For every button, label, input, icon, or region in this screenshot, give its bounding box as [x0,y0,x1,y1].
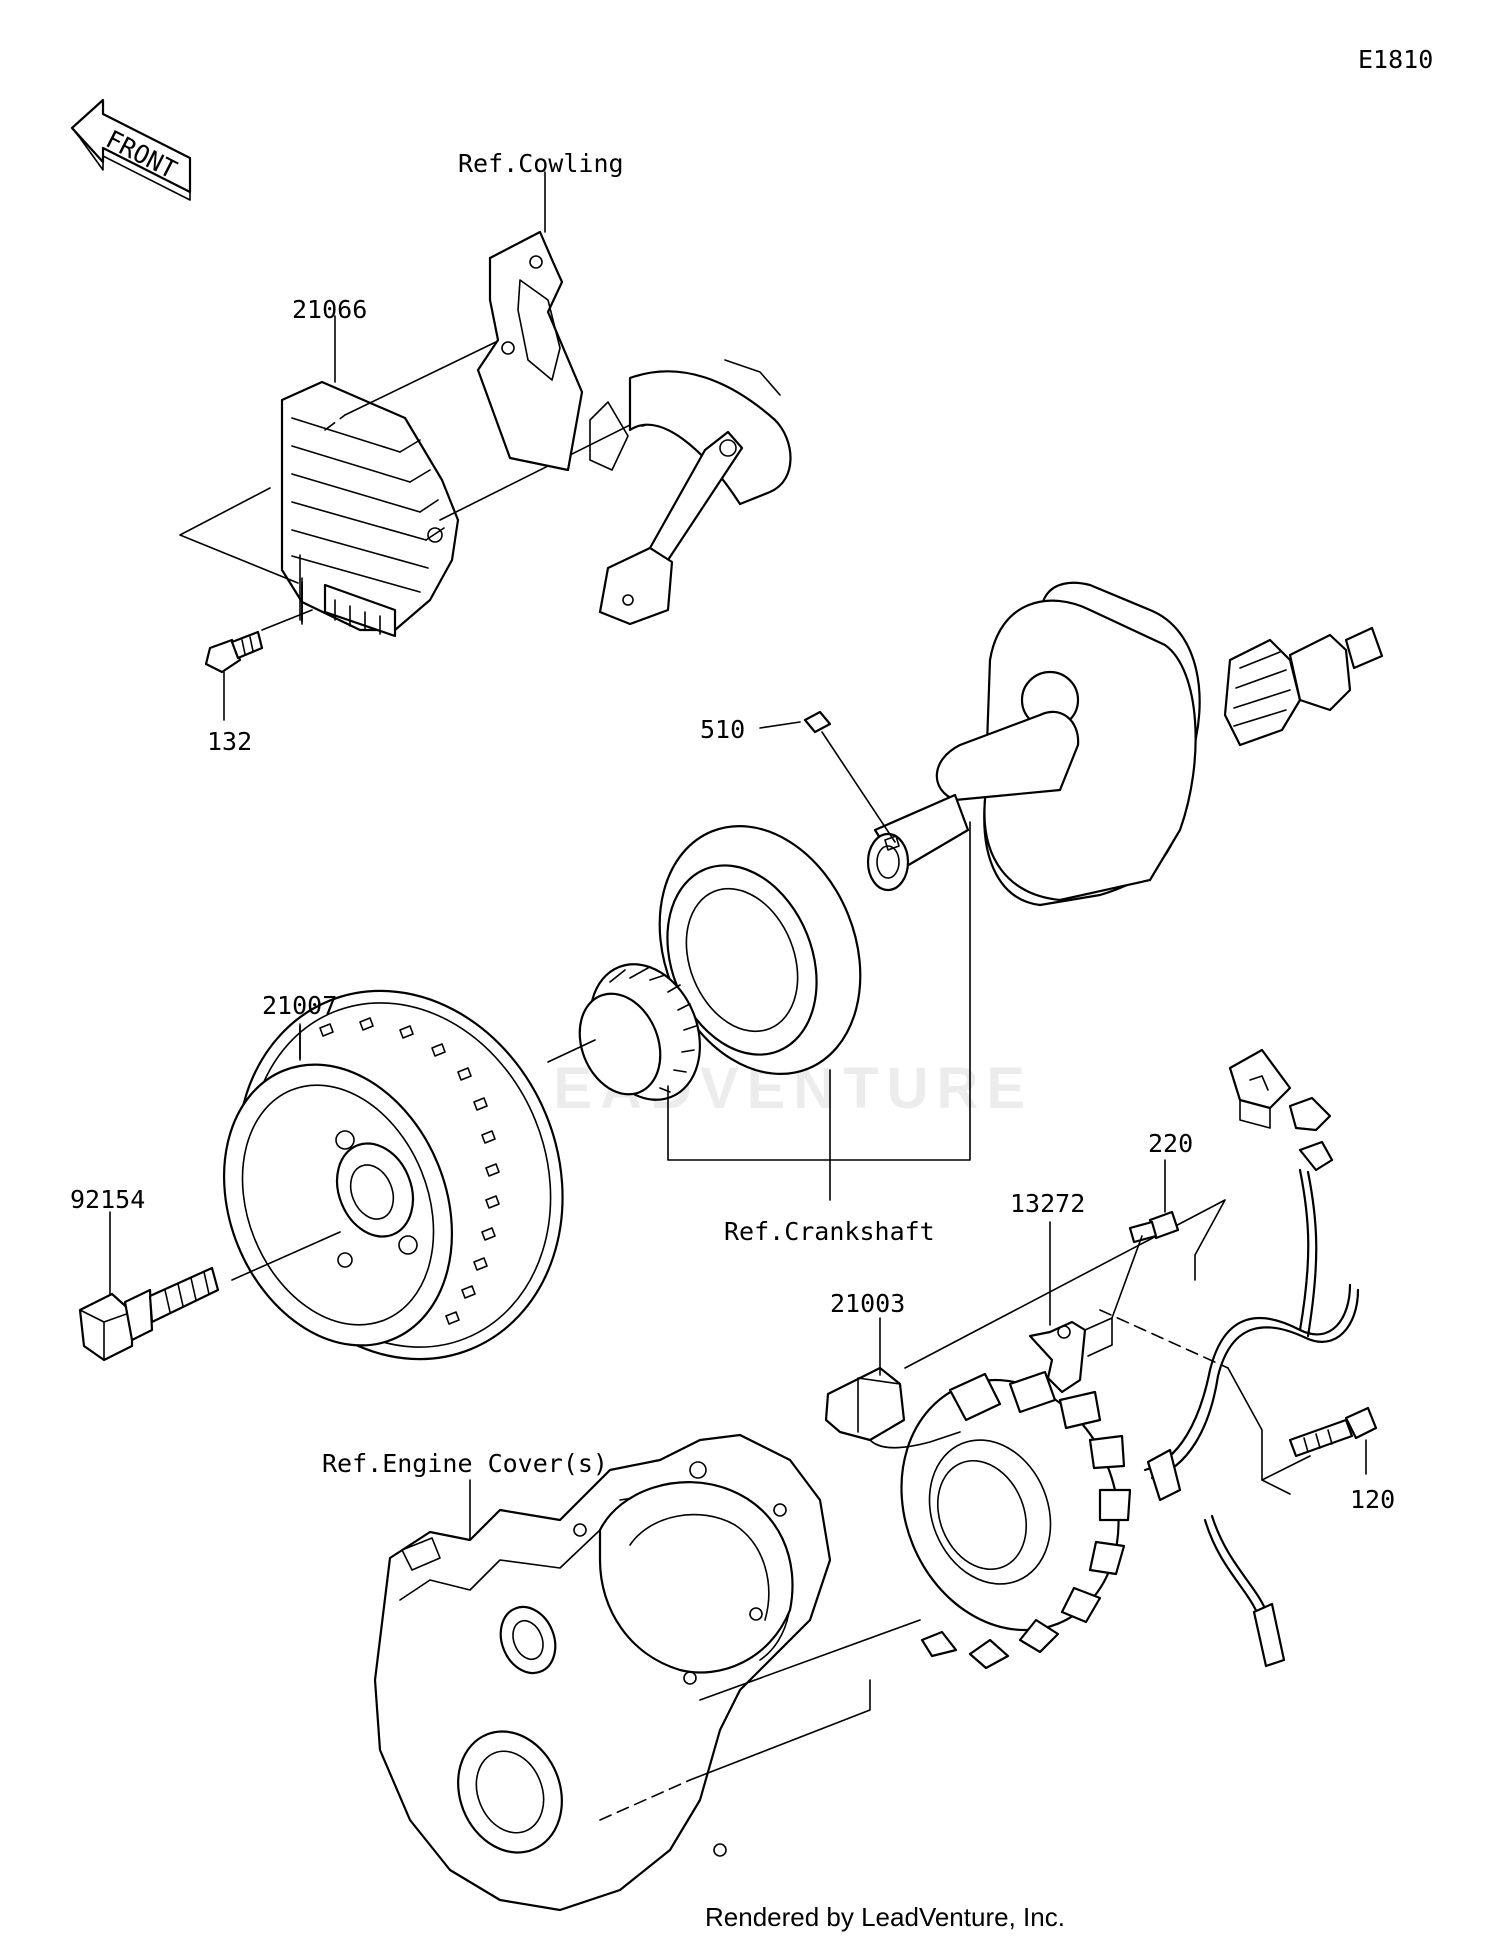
woodruff-key-510 [803,710,832,734]
ref-crankshaft-label: Ref.Crankshaft [724,1217,935,1246]
part-132-label: 132 [207,727,252,756]
crankshaft-bearing [658,824,862,1076]
flywheel-magnet-slots [319,1017,500,1325]
bolt-92154 [78,1266,220,1362]
flywheel-rotor [222,989,564,1361]
bolt-132 [204,630,264,674]
screw-220 [1128,1210,1180,1244]
part-220-label: 220 [1148,1129,1193,1158]
screw-120 [1288,1406,1378,1458]
front-arrow-icon: FRONT [70,98,192,201]
part-13272-label: 13272 [1010,1189,1085,1218]
part-92154-label: 92154 [70,1185,145,1214]
footer-credit: Rendered by LeadVenture, Inc. [705,1902,1065,1932]
stator-coil [900,1370,1132,1670]
cowling-bracket [476,230,792,626]
engine-cover [373,1433,832,1912]
wire-harness [1143,1048,1360,1668]
part-21066-label: 21066 [292,295,367,324]
starter-gear [578,963,701,1101]
diagram-code: E1810 [1358,45,1433,74]
crankshaft [866,581,1384,907]
regulator-rectifier [280,380,460,638]
part-21007-label: 21007 [262,991,337,1020]
part-21003-label: 21003 [830,1289,905,1318]
pickup-coil [824,1366,961,1449]
ref-cowling-label: Ref.Cowling [458,149,624,178]
wire-clamp-13272 [1028,1320,1087,1394]
part-510-label: 510 [700,715,745,744]
part-120-label: 120 [1350,1485,1395,1514]
ref-engine-cover-label: Ref.Engine Cover(s) [322,1449,608,1478]
